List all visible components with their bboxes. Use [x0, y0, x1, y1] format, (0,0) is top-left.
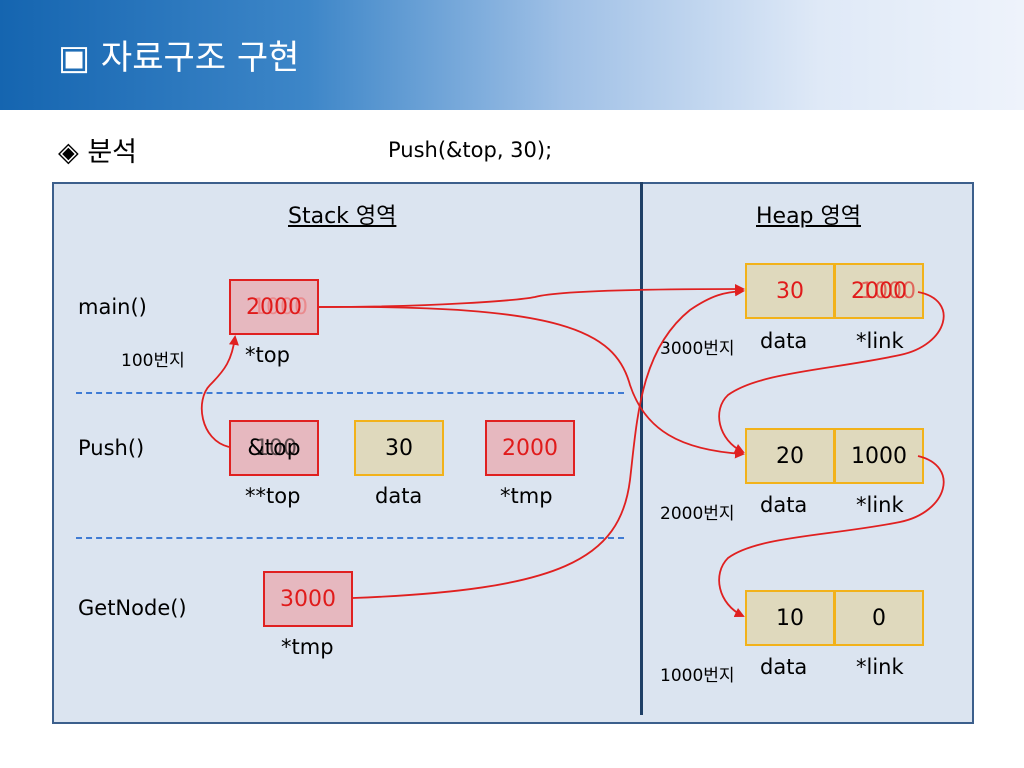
arrow-getnode-tmp-to-node-3000	[352, 286, 745, 599]
stack-area-title: Stack 영역	[288, 204, 397, 229]
heap-node-3000-link-value: 2000	[851, 278, 907, 304]
arrow-node-3000-to-node-2000	[718, 291, 945, 454]
arrow-main-top-to-node-2000	[318, 306, 745, 459]
heap-node-3000-data-label: data	[760, 329, 808, 353]
heap-node-3000-data: 30	[745, 263, 835, 319]
main-top-overwritten-value: 1000	[252, 295, 308, 320]
arrow-push-top-to-main-top	[200, 335, 239, 448]
main-top-value: 2000	[246, 294, 302, 320]
heap-node-1000-data: 10	[745, 590, 835, 646]
push-call-label: Push(&top, 30);	[388, 138, 553, 162]
heap-node-2000-address: 2000번지	[660, 504, 735, 524]
frame-main-label: main()	[78, 295, 147, 319]
push-top-box: 100 &top	[229, 420, 319, 476]
slide-title: ▣ 자료구조 구현	[58, 38, 300, 78]
push-top-overwritten-value: 100	[255, 436, 297, 461]
heap-node-1000-data-label: data	[760, 655, 808, 679]
heap-node-3000-link-label: *link	[856, 329, 904, 353]
frame-push-label: Push()	[78, 436, 145, 460]
heap-node-2000-data-label: data	[760, 493, 808, 517]
stack-heap-divider	[640, 182, 643, 715]
arrow-node-2000-to-node-1000	[718, 455, 945, 618]
heap-node-1000-address: 1000번지	[660, 666, 735, 686]
main-top-label: *top	[245, 343, 290, 367]
main-top-address: 100번지	[121, 351, 185, 371]
push-tmp-box: 2000	[485, 420, 575, 476]
title-bar	[0, 0, 1024, 110]
heap-area-title: Heap 영역	[756, 204, 861, 229]
frame-divider-1	[76, 392, 624, 394]
main-top-box: 1000 2000	[229, 279, 319, 335]
heap-node-3000-link-overwritten: 1000	[860, 279, 916, 304]
frame-getnode-label: GetNode()	[78, 596, 187, 620]
getnode-tmp-label: *tmp	[281, 635, 334, 659]
section-title: ◈ 분석	[58, 137, 138, 168]
heap-node-3000-link: 1000 2000	[834, 263, 924, 319]
push-top-label: **top	[245, 484, 301, 508]
heap-node-1000-link-label: *link	[856, 655, 904, 679]
push-top-value: &top	[247, 435, 301, 461]
frame-divider-2	[76, 537, 624, 539]
heap-node-2000-link: 1000	[834, 428, 924, 484]
heap-node-2000-data: 20	[745, 428, 835, 484]
arrow-main-top-to-node-3000	[318, 284, 745, 308]
heap-node-3000-address: 3000번지	[660, 339, 735, 359]
getnode-tmp-box: 3000	[263, 571, 353, 627]
heap-node-1000-link: 0	[834, 590, 924, 646]
heap-node-2000-link-label: *link	[856, 493, 904, 517]
push-tmp-label: *tmp	[500, 484, 553, 508]
push-data-label: data	[375, 484, 423, 508]
push-data-box: 30	[354, 420, 444, 476]
